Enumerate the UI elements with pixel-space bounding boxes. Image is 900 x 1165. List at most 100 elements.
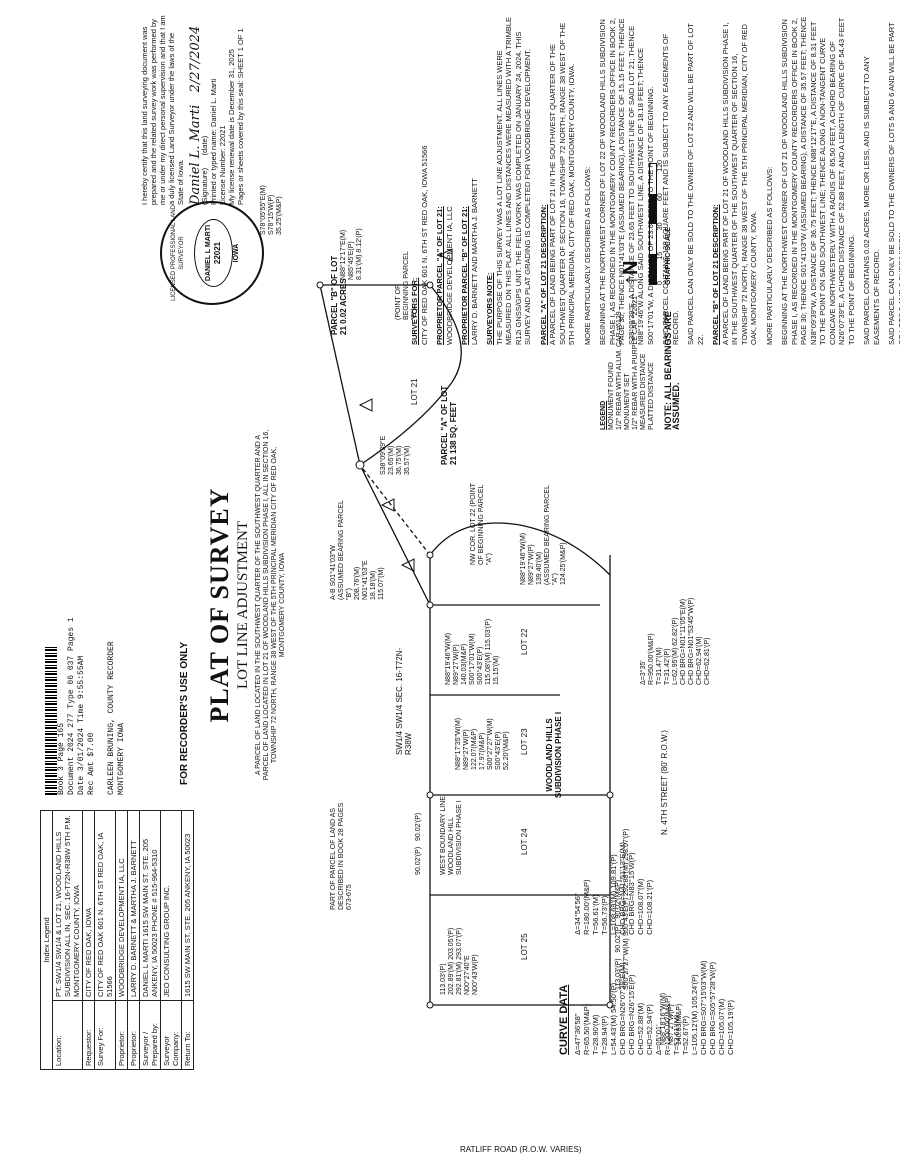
dimension-text: A-B S01°41'03"W [330,545,337,600]
dimension-text: S38°09'39"E [380,435,387,475]
dimension-text: N89°27'W(P) [453,644,460,685]
nw-corner-label: NW COR. LOT 22 (POINT OF BEGINNING PARCE… [470,483,493,565]
seal-name: DANIEL L MARTI [205,224,212,282]
dimension-text: N89°27'W(P) [528,544,535,585]
dims-west: 113.03'(P) 202.89'(M) 203.05'(P) 292.81'… [440,900,480,995]
parcel-a-desc: A PARCEL OF LAND BEING PART OF LOT 21 IN… [548,22,576,345]
sig-label: (Signature) [200,167,209,205]
surveyor-seal: LICENSED PROFESSIONAL LAND SURVEYOR DANI… [160,201,264,305]
lot-25-label: LOT 25 [520,933,529,960]
date-label: (date) [200,135,209,156]
ratliff-road-label: RATLIFF ROAD (R.O.W. VARIES) [460,1145,582,1154]
dims-east: S78°05'55"E(M) S78°15'W(P) 35.25'(M&P) [260,155,284,235]
dimension-text: 202.89'(M) 203.05'(P) [448,927,455,995]
dimension-text: S00°43'E(P) [477,646,484,685]
dims-parcel-b-2: N88°12'17"E(M) N85°45'E(P) 8.31'(M) 8.12… [340,200,364,280]
section-label: SW1/4 SW1/4 SEC. 16-T72N-R38W [395,647,413,755]
dimension-text: S00°43'E(P) [495,731,502,770]
curve-2: Δ=34°54'56"R=180.00'(M&P)T=56.61'(M)T=56… [573,825,654,935]
dimension-text: N89°27'W(P) [463,729,470,770]
proprietor-a-heading: PROPRIETOR PARCEL "A" OF LOT 21: [435,206,444,345]
lot-23-label: LOT 23 [520,728,529,755]
printed-name: Printed or typed name: Daniel L. Marti [209,78,218,205]
dimension-text: S78°15'W(P) [268,194,275,235]
dimension-text: N88°17'35"W(M) [455,717,462,770]
curve-line: CHD BRG=N26°15'E(P) [627,974,636,1056]
dimension-text: S00°17'01"W(M) [469,633,476,685]
curve-line: CHD BRG=S07°15'03"W(M) [699,960,708,1055]
parcel-b-desc: A PARCEL OF LAND BEING PART OF LOT 21 OF… [720,22,759,345]
dims-parcel-b-1: S38°09'39"E 23.65'(M) 36.75'(M) 35.57'(M… [380,395,412,475]
parcel-a-label: PARCEL "A" OF LOT 21 138 SQ. FEET [440,385,458,465]
dimension-text: N85°45'E(P) [348,241,355,280]
dimension-text: 17.97(M&P) [479,732,486,770]
dimension-text: 292.81'(M) 293.07'(P) [456,927,463,995]
curve-line: CHD BRG=S05°57'28"W(P) [708,961,717,1055]
certification-text: I hereby certify that this land surveyin… [140,15,185,205]
curve-line: CHD BRG=N01°53'45"W(P) [688,597,695,685]
dimension-text: 124.25'(M&P) [560,542,567,585]
dimension-text: 52.20'(M&P) [503,731,510,770]
part-parcel-label: PART OF PARCEL OF LAND AS DESCRIBED IN B… [330,802,353,910]
proprietor-b-heading: PROPRIETOR PARCEL "B" OF LOT 21: [460,206,469,345]
parcel-a-sold: SAID PARCEL CAN ONLY BE SOLD TO THE OWNE… [686,23,705,345]
curve-line: CHD=105.07'(M) [717,998,726,1055]
curve-line: Δ=47°36'58" [573,1013,582,1055]
dims-north: 90.02'(P) 90.02'(P) [415,725,423,875]
dimension-text: 90.02'(P) [415,812,422,841]
dimension-text: (ASSUMED BEARING PARCEL "A") [544,485,559,585]
curve-data-block: CURVE DATA Δ=47°36'58"R=65.50'(M&P)T=28.… [558,695,735,1056]
license-renewal: My license renewal date is December 31, … [227,49,236,205]
dimension-text: N88°19'46"W(M) [520,532,527,585]
curve-line: CHD=52.88'(M) [636,1002,645,1055]
curve-line: T=31.47'(M) [656,647,663,685]
survey-notes: SURVEYORS FOR:CITY OF RED OAK 601 N. 6TH… [410,15,900,345]
curve-line: CHD=105.19'(P) [726,1000,735,1055]
dimension-text: 113.03'(P) [440,963,447,995]
west-line-label: WEST BOUNDARY LINE WOODLAND HILL SUBDIVI… [440,796,463,875]
curve-line: CHD=108.07'(M) [636,878,645,935]
curve-line: R=950.00'(M&P) [648,633,655,685]
curve-line: CHD=52.94'(P) [645,1004,654,1055]
seal-state: IOWA [233,243,240,263]
curve-line: CHD=108.21'(P) [645,879,654,935]
curve-line: T=28.90'(M) [591,1014,600,1055]
parcel-a-more: MORE PARTICULARLY DESCRIBED AS FOLLOWS: [582,166,592,345]
curve-line: L=54.43'(M) 54.50'(P) [609,982,618,1055]
parcel-b-begin: BEGINNING AT THE NORTHWEST CORNER OF LOT… [780,16,856,345]
curve-3: Δ=05°01'R=1200.00'(M&P)T=52.61'(M)T=52.6… [654,940,735,1055]
parcel-a-contains: SAID PARCEL CONTAINS 138 SQUARE FEET AND… [661,33,680,345]
curve-line: CHD=62.81'(P) [704,637,711,685]
curve-line: CHD BRG=N41°51'13"E(M) [618,842,627,935]
curve-line: CHD BRG=N01°11'05"E(M) [680,598,687,685]
dimension-text: N00°27'40"E [464,955,471,995]
curve-line: R=65.50'(M&P) [582,1003,591,1055]
curve-line: T=52.61'(M) [672,1014,681,1055]
curve-line: L=62.95'(M) 62.82'(P) [672,617,679,685]
curve-line: T=31.42'(P) [664,648,671,685]
curve-line: T=56.73'(P) [600,895,609,935]
lot-24-label: LOT 24 [520,828,529,855]
certification-block: I hereby certify that this land surveyin… [140,15,245,205]
curve-line: R=180.00'(M&P) [582,879,591,935]
seal-ring-text: LICENSED PROFESSIONAL LAND SURVEYOR [171,205,185,301]
dimension-text: N88°12'17"E(M) [340,229,347,280]
dimension-text: 36.75'(M) [396,445,403,475]
signature-date: 2/27/2024 [188,25,203,93]
pages-covered: Pages or sheets covered by this seal: SH… [236,28,245,205]
dimension-text: 122.07(M&P) [471,728,478,770]
signature: Daniel L. Marti 2/27/2024 [188,15,203,205]
dimension-text: 90.02'(P) [415,846,422,875]
curve-line: Δ=3°35' [640,660,647,685]
parcel-a-begin: BEGINNING AT THE NORTHWEST CORNER OF LOT… [598,18,655,345]
surveyors-note-heading: SURVEYORS NOTE: [485,272,494,345]
surveyors-for-heading: SURVEYORS FOR: [410,277,419,345]
curve-line: T=56.61'(M) [591,894,600,935]
surveyors-for: CITY OF RED OAK 601 N. 6TH ST RED OAK, I… [419,145,429,345]
dims-lot22: N88°19'46"W(M) N89°27'W(P) 140.03(M&P) S… [445,610,501,685]
parcel-b-contains: SAID PARCEL CONTAINS 0.02 ACRES, MORE OR… [862,56,881,345]
parcel-a-desc-heading: PARCEL "A" OF LOT 21 DESCRIPTION: [538,204,548,345]
curve-4: Δ=3°35'R=950.00'(M&P)T=31.47'(M)T=31.42'… [640,575,712,685]
